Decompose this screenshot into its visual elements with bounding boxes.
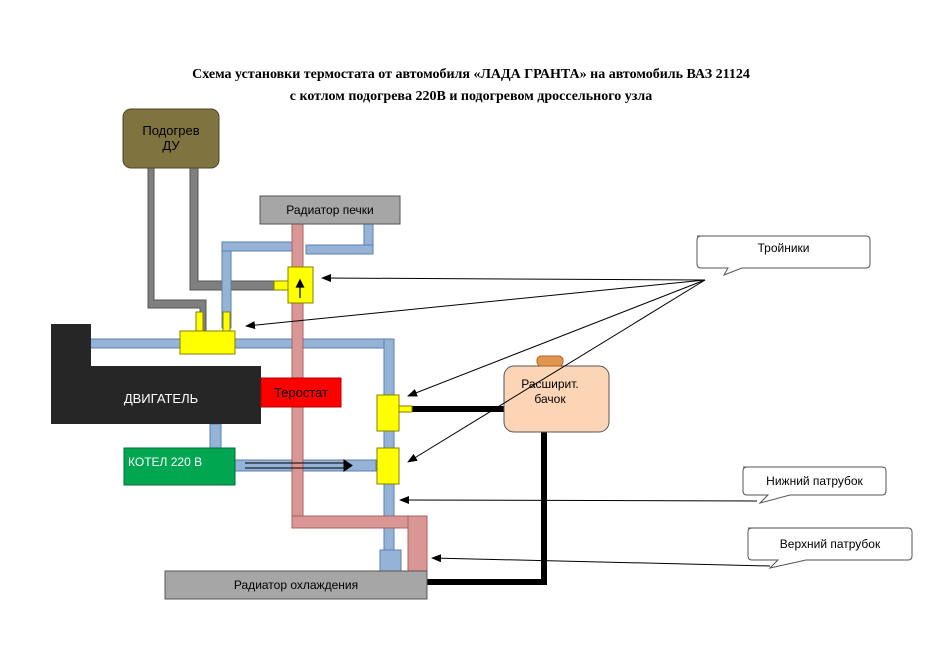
pointer-tee-boiler xyxy=(407,279,706,463)
callout-lower-hose xyxy=(742,466,887,504)
tee-tank-line xyxy=(376,394,400,432)
pink-hot-pipes xyxy=(291,223,428,573)
pointer-tee-engine xyxy=(245,279,706,330)
diagram-title-line2: с котлом подогрева 220В и подогревом дро… xyxy=(289,89,653,104)
cooling-radiator xyxy=(164,570,428,600)
pointer-tee-heater xyxy=(321,274,706,283)
callout-pointers xyxy=(245,274,771,567)
throttle-heater xyxy=(122,108,220,169)
engine-head xyxy=(51,324,91,366)
expansion-tank xyxy=(503,365,610,433)
thermostat xyxy=(260,377,342,408)
boiler-220v xyxy=(123,447,236,486)
tee-tank-stub xyxy=(398,405,413,413)
pointer-tee-tank xyxy=(407,279,706,397)
flow-up-arrow-icon xyxy=(295,278,305,298)
tee-engine-stub-left xyxy=(195,311,204,332)
expansion-tank-cap xyxy=(536,355,564,367)
callout-upper-hose xyxy=(747,527,913,569)
heater-radiator xyxy=(259,195,401,225)
tee-engine-main xyxy=(179,330,236,355)
diagram-title-line1: Схема установки термостата от автомобиля… xyxy=(192,67,750,82)
tee-heater-stub xyxy=(273,280,289,291)
pointer-lower-hose xyxy=(399,496,758,505)
pointer-upper-hose xyxy=(431,554,771,567)
tee-boiler-line xyxy=(376,447,400,485)
expansion-tank-hoses xyxy=(400,395,547,585)
tee-engine-stub-right xyxy=(222,311,231,332)
callout-tees xyxy=(696,235,871,276)
boiler-flow-arrows xyxy=(245,459,353,472)
engine-block xyxy=(51,366,261,424)
